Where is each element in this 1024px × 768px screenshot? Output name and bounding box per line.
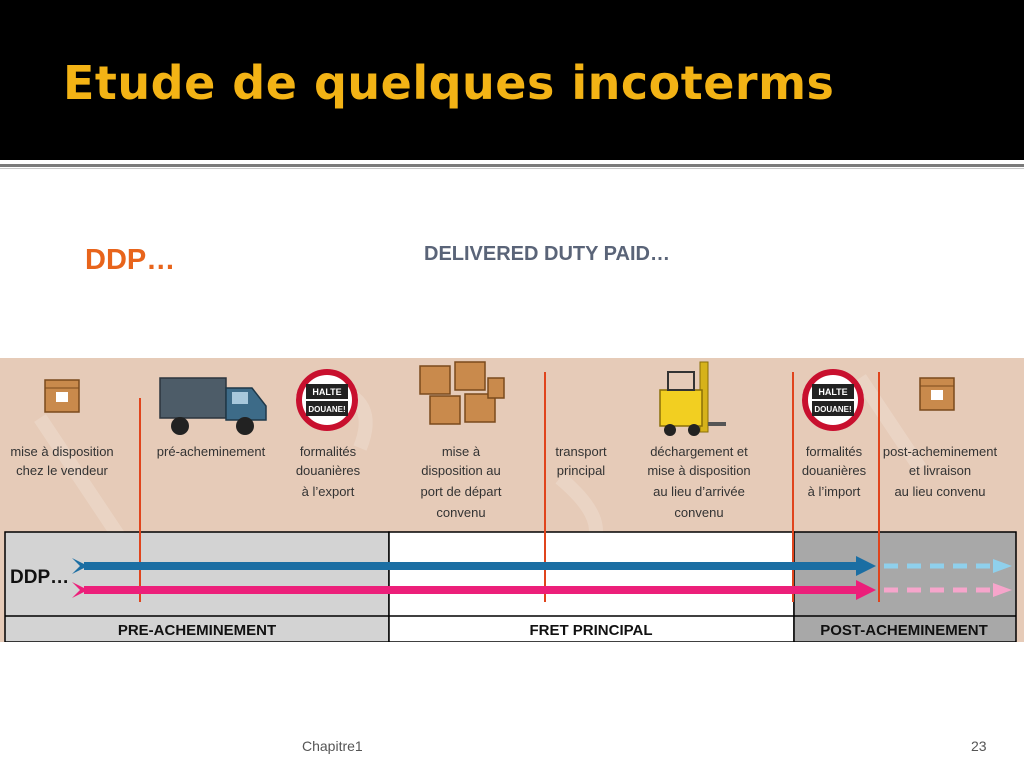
section-fret-principal: FRET PRINCIPAL	[529, 622, 652, 639]
sign-text-1: HALTE	[818, 387, 847, 397]
packages-icon	[419, 361, 505, 425]
sign-text-1: HALTE	[312, 387, 341, 397]
step-7-line-1: formalités	[806, 444, 863, 459]
truck-icon	[159, 377, 267, 435]
customs-stop-sign-icon: HALTE DOUANE!	[296, 369, 358, 431]
title-divider-thin	[0, 168, 1024, 169]
incoterm-subtitle: DELIVERED DUTY PAID…	[424, 243, 670, 265]
sign-text-2: DOUANE!	[814, 405, 851, 414]
footer-chapter: Chapitre1	[302, 738, 363, 754]
page-number: 23	[971, 738, 987, 754]
step-8-line-2: et livraison	[909, 463, 971, 478]
step-2-line-1: pré-acheminement	[157, 444, 266, 459]
package-icon	[44, 379, 80, 413]
step-8-line-1: post-acheminement	[883, 444, 998, 459]
step-6-line-4: convenu	[674, 505, 723, 520]
customs-stop-sign-icon: HALTE DOUANE!	[802, 369, 864, 431]
step-8-line-3: au lieu convenu	[894, 484, 985, 499]
step-1-line-2: chez le vendeur	[16, 463, 108, 478]
ddp-heading: DDP…	[85, 244, 176, 276]
step-5-line-2: principal	[557, 463, 606, 478]
step-7-line-2: douanières	[802, 463, 867, 478]
step-3-line-3: à l’export	[302, 484, 355, 499]
step-captions: mise à disposition chez le vendeur pré-a…	[10, 444, 997, 520]
section-post-acheminement: POST-ACHEMINEMENT	[820, 622, 988, 639]
risk-transfer-arrow	[72, 556, 1012, 576]
ddp-row-label: DDP…	[10, 567, 69, 588]
diagram-canvas: HALTE DOUANE! HALTE DOUANE! mise à dispo…	[4, 361, 1017, 642]
slide-title: Etude de quelques incoterms	[63, 56, 835, 110]
step-4-line-1: mise à	[442, 444, 481, 459]
sign-text-2: DOUANE!	[308, 405, 345, 414]
incoterm-diagram: HALTE DOUANE! HALTE DOUANE! mise à dispo…	[0, 358, 1024, 642]
step-5-line-1: transport	[555, 444, 607, 459]
step-4-line-2: disposition au	[421, 463, 501, 478]
package-icon	[919, 377, 955, 411]
step-1-line-1: mise à disposition	[10, 444, 113, 459]
step-4-line-3: port de départ	[421, 484, 502, 499]
step-4-line-4: convenu	[436, 505, 485, 520]
step-6-line-1: déchargement et	[650, 444, 748, 459]
step-3-line-2: douanières	[296, 463, 361, 478]
cost-transfer-arrow	[72, 580, 1012, 600]
title-divider	[0, 164, 1024, 167]
step-7-line-3: à l’import	[808, 484, 861, 499]
title-bar	[0, 0, 1024, 160]
forklift-icon	[659, 361, 726, 436]
step-3-line-1: formalités	[300, 444, 357, 459]
step-6-line-3: au lieu d’arrivée	[653, 484, 745, 499]
step-6-line-2: mise à disposition	[647, 463, 750, 478]
section-pre-acheminement: PRE-ACHEMINEMENT	[118, 622, 276, 639]
